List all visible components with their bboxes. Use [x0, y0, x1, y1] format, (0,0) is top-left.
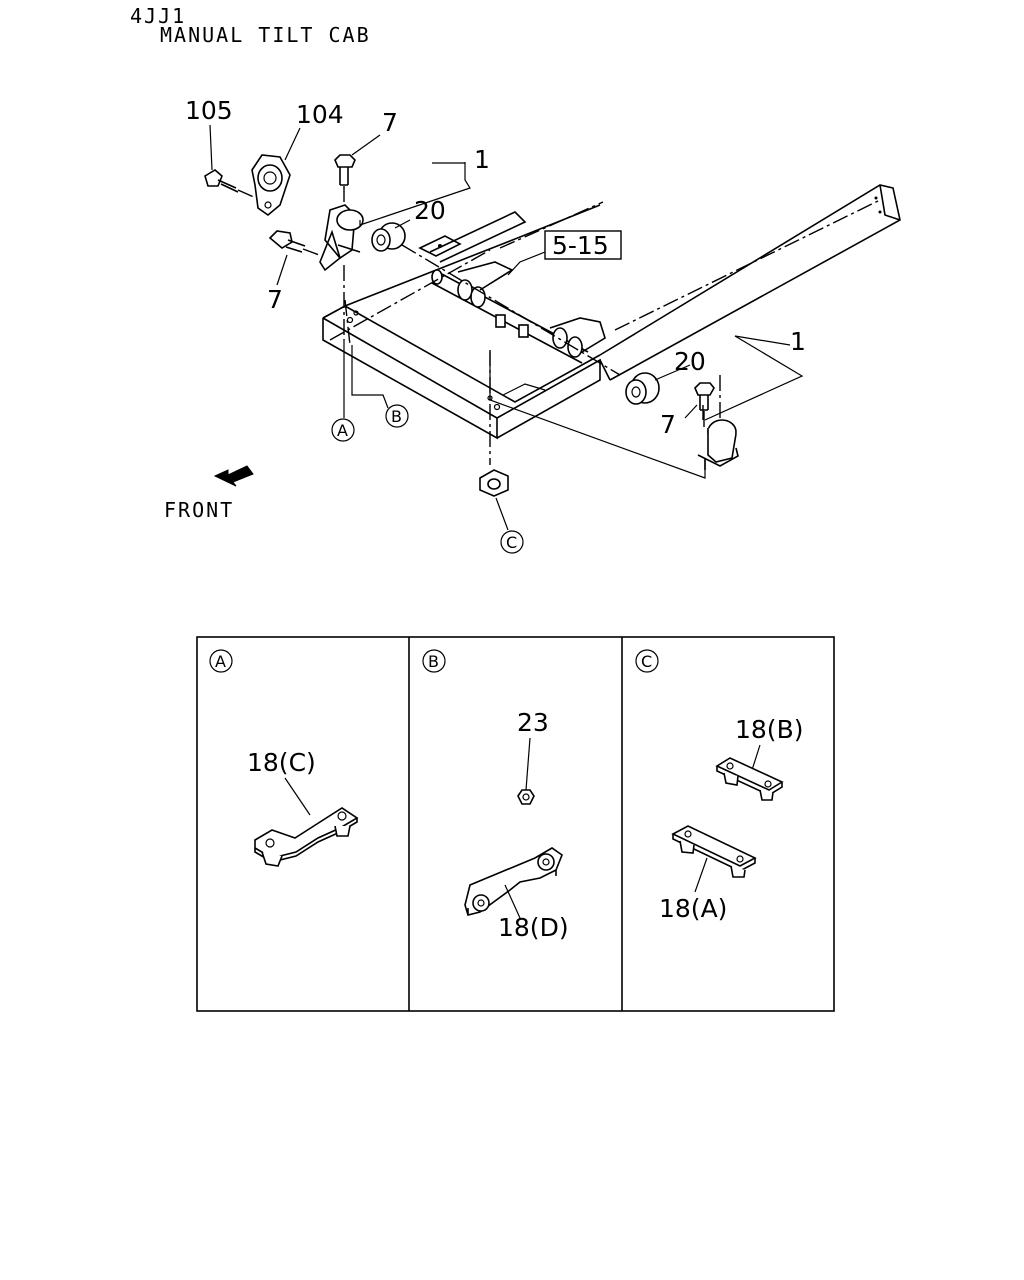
bolt-105	[204, 169, 257, 199]
bolt-7-right	[694, 382, 715, 428]
callout-20-right: 20	[674, 347, 706, 376]
callout-104: 104	[296, 100, 344, 129]
panel-a-ref-circle: A	[209, 649, 233, 673]
bolt-7-left	[268, 230, 323, 257]
callout-20-top: 20	[414, 196, 446, 225]
bushing-20-right	[625, 372, 660, 405]
chassis-frame	[322, 184, 901, 440]
bushing-20-top	[371, 222, 406, 252]
label-18c: 18(C)	[247, 748, 316, 777]
label-18a: 18(A)	[659, 894, 727, 923]
callout-7-right: 7	[660, 410, 676, 439]
svg-text:C: C	[641, 652, 652, 671]
diagram-subtitle: MANUAL TILT CAB	[160, 23, 371, 47]
front-label: FRONT	[164, 498, 234, 522]
bolt-7-top	[334, 154, 356, 205]
callout-5-15: 5-15	[552, 231, 609, 260]
bracket-18b	[715, 757, 784, 801]
model-code: 4JJ1	[130, 4, 186, 28]
panel-b-ref-circle: B	[422, 649, 446, 673]
bracket-18a	[671, 825, 757, 878]
torsion-bar-assembly	[429, 211, 606, 364]
label-23: 23	[517, 708, 549, 737]
ref-circle-b: B	[385, 404, 409, 428]
front-arrow-icon	[213, 465, 254, 487]
callout-7-top: 7	[382, 108, 398, 137]
label-18d: 18(D)	[498, 913, 569, 942]
svg-text:B: B	[391, 407, 402, 426]
assembly-guide-lines	[322, 199, 881, 465]
detail-panel-b: B 23 18(D)	[422, 649, 569, 942]
cab-mount-bracket-right	[697, 419, 739, 470]
svg-text:C: C	[506, 533, 517, 552]
label-18b: 18(B)	[735, 715, 803, 744]
callout-1-right: 1	[790, 327, 806, 356]
cam-plate-104	[251, 154, 291, 217]
svg-text:A: A	[337, 421, 348, 440]
panel-c-ref-circle: C	[635, 649, 659, 673]
detail-panels	[196, 636, 835, 1012]
ref-circle-c: C	[500, 530, 524, 554]
callout-leaders	[209, 124, 804, 421]
detail-panel-c: C 18(B) 18(A)	[635, 649, 803, 923]
callout-105: 105	[185, 96, 233, 125]
svg-text:A: A	[215, 652, 226, 671]
callout-7-left: 7	[267, 285, 283, 314]
callout-1-top: 1	[474, 145, 490, 174]
detail-panel-a: A 18(C)	[209, 649, 359, 867]
reference-box-5-15	[544, 230, 622, 260]
ref-circle-a: A	[331, 418, 355, 442]
nut-23	[517, 789, 535, 805]
bracket-18c	[254, 807, 359, 867]
bracket-18d	[464, 847, 563, 916]
svg-text:B: B	[428, 652, 439, 671]
cab-mount-bracket-left	[319, 204, 364, 272]
mount-bracket-c-location	[479, 469, 509, 497]
leader-lines	[343, 340, 706, 531]
